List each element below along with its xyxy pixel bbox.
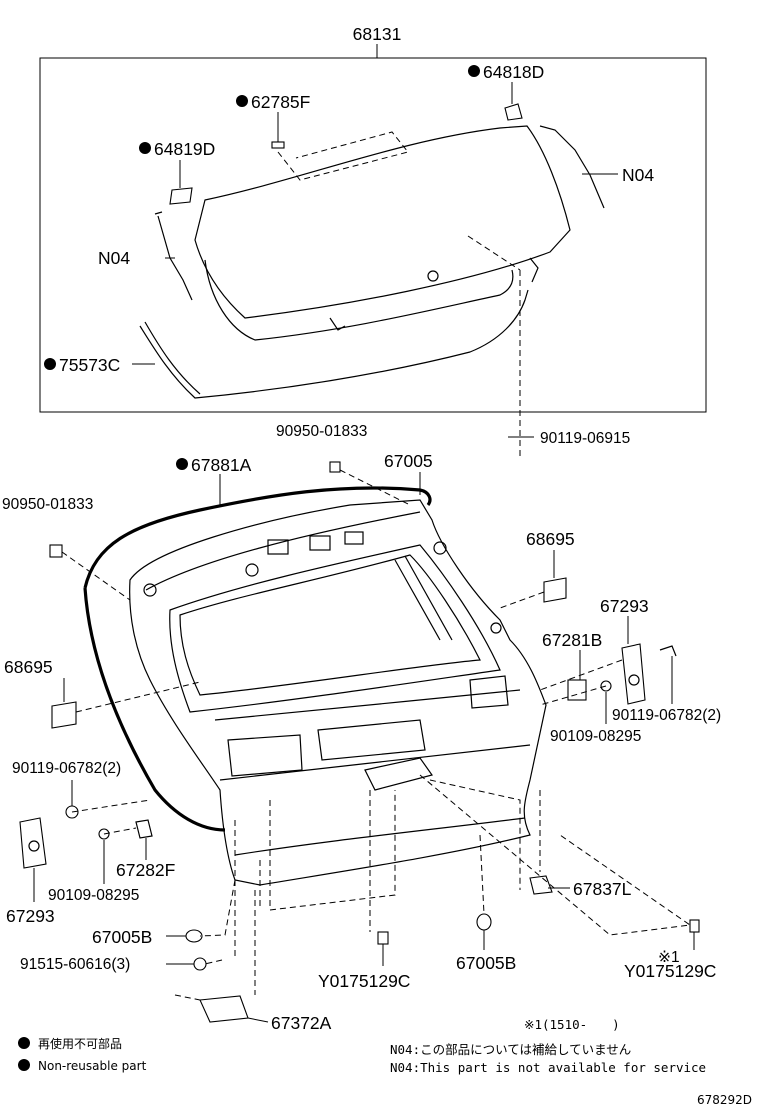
glass-group: [39, 44, 707, 460]
part-label-n04-right: N04: [622, 165, 654, 185]
part-label-75573c: 75573C: [59, 355, 120, 375]
bullet-icon: [139, 142, 151, 154]
part-label-68695-left: 68695: [4, 657, 53, 677]
part-label-67293-right: 67293: [600, 596, 649, 616]
part-label-64818d: 64818D: [483, 62, 544, 82]
part-label-90119-06782-left: 90119-06782(2): [12, 760, 121, 777]
part-label-64819d: 64819D: [154, 139, 215, 159]
spacer-64818d: [504, 103, 523, 121]
weatherstrip-67881a: [83, 486, 432, 589]
clip-y0175129c-right: [689, 919, 700, 933]
weatherstrip-75573c: [139, 289, 529, 399]
bullet-icon: [236, 95, 248, 107]
legend-bullet-icon: [18, 1059, 30, 1071]
part-label-67005: 67005: [384, 451, 433, 471]
clip-62785f: [271, 141, 285, 149]
bullet-icon: [176, 458, 188, 470]
cushion-67005b-mid: [476, 913, 492, 931]
legend-jp: 再使用不可部品: [38, 1036, 122, 1051]
n04-note-jp: N04:この部品については補給していません: [390, 1042, 631, 1057]
hinge-67837l: [529, 875, 553, 895]
back-window-glass: [194, 125, 571, 319]
back-door-assembly: [19, 461, 700, 1023]
glass-group-frame: [39, 57, 707, 413]
part-label-67282f: 67282F: [116, 860, 175, 880]
stay-bracket-67293-left: [19, 817, 47, 869]
legend-en: Non-reusable part: [38, 1059, 147, 1073]
part-label-90950-01833-left: 90950-01833: [2, 496, 93, 513]
part-label-mark-1: ※1: [658, 949, 680, 966]
part-label-67005b-left: 67005B: [92, 927, 152, 947]
diagram-id: 678292D: [697, 1093, 752, 1107]
bullet-icon: [468, 65, 480, 77]
part-label-91515-60616: 91515-60616(3): [20, 956, 130, 973]
bullet-icon: [44, 358, 56, 370]
part-label-68695-right: 68695: [526, 529, 575, 549]
part-label-67372a: 67372A: [271, 1013, 332, 1033]
part-label-90119-06782-right: 90119-06782(2): [612, 707, 721, 724]
cushion-68695-left: [51, 701, 77, 729]
bracket-67281b: [567, 679, 587, 701]
part-label-90109-08295-left: 90109-08295: [48, 887, 139, 904]
part-label-y0175129c-mid: Y0175129C: [318, 971, 410, 991]
cushion-90950-top: [329, 461, 341, 473]
legend-bullet-icon: [18, 1037, 30, 1049]
part-label-68131: 68131: [353, 24, 402, 44]
part-label-62785f: 62785F: [251, 92, 310, 112]
bracket-67372a: [199, 995, 249, 1023]
part-label-67881a: 67881A: [191, 455, 252, 475]
part-label-67005b-mid: 67005B: [456, 953, 516, 973]
spacer-64819d: [169, 187, 193, 205]
cushion-67005b-left: [185, 929, 203, 943]
cushion-68695-right: [543, 577, 567, 603]
part-label-67281b: 67281B: [542, 630, 602, 650]
part-label-90119-06915: 90119-06915: [540, 430, 630, 447]
part-label-67293-left: 67293: [6, 906, 55, 926]
part-label-y0175129c-right: Y0175129C: [624, 961, 716, 981]
date-note: ※1(1510- ): [524, 1017, 620, 1032]
part-label-n04-left: N04: [98, 248, 130, 268]
part-label-90109-08295-right: 90109-08295: [550, 728, 641, 745]
part-label-90950-01833-top: 90950-01833: [276, 423, 367, 440]
stay-bracket-67293-right: [621, 643, 646, 705]
clip-y0175129c-mid: [377, 931, 389, 945]
n04-note-en: N04:This part is not available for servi…: [390, 1060, 706, 1075]
cushion-90950-left: [49, 544, 63, 558]
part-label-67837l: 67837L: [573, 879, 632, 899]
back-door-panel: [129, 499, 547, 886]
leaders: [33, 82, 695, 1023]
